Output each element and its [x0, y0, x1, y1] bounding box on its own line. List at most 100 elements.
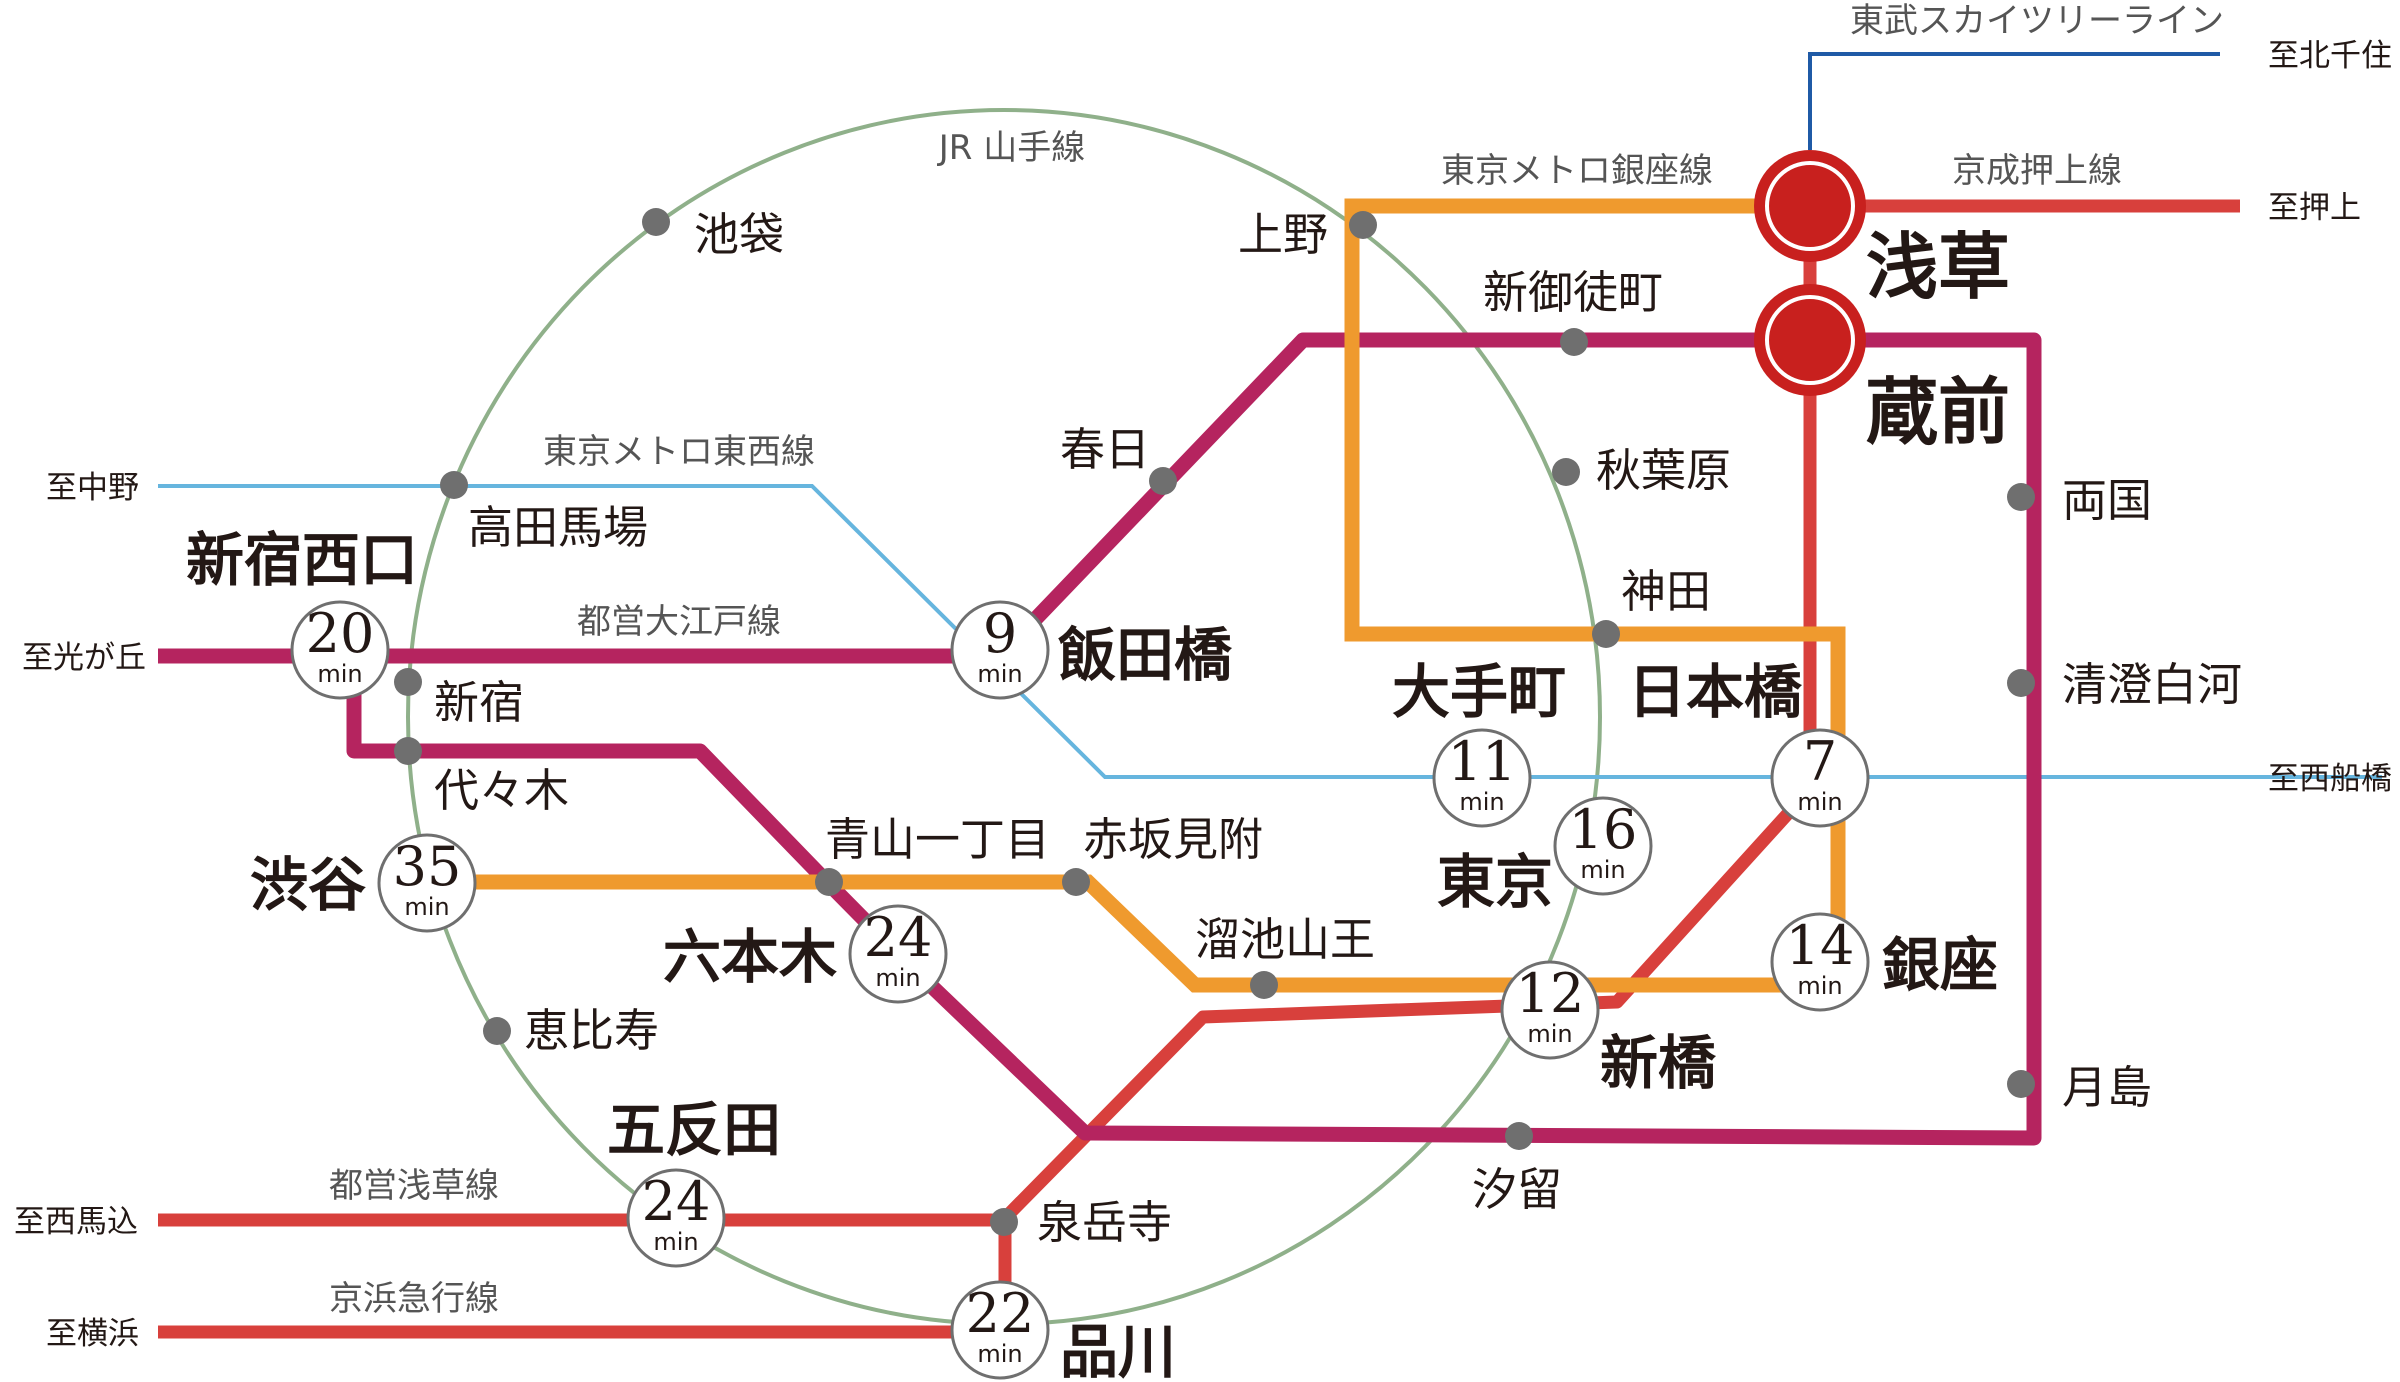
yamanote-line-name: JR 山手線 [937, 128, 1085, 168]
timed-station-gotanda: 24 min [626, 1168, 726, 1268]
station-dot-akihabara [1552, 458, 1580, 486]
unit-roppongi: min [875, 964, 920, 992]
asakusa-line [998, 206, 1817, 1332]
timed-station-shibuya: 35 min [377, 833, 477, 933]
oedo-line-north [346, 332, 2042, 1146]
unit-nihombashi: min [1797, 788, 1842, 816]
station-dot-yoyogi [394, 737, 422, 765]
dest-yokohama: 至横浜 [46, 1316, 139, 1352]
station-dot-ueno [1349, 211, 1377, 239]
skytree-line-name: 東武スカイツリーライン [1850, 1, 2224, 41]
unit-iidabashi: min [977, 660, 1022, 688]
dest-nishimagome: 至西馬込 [14, 1204, 138, 1240]
minutes-shinjukunishiguchi: 20 [306, 602, 375, 665]
timed-station-iidabashi: 9 min [950, 600, 1050, 700]
name-shimbashi: 新橋 [1600, 1029, 1717, 1097]
minutes-shibuya: 35 [393, 835, 462, 898]
unit-gotanda: min [653, 1228, 698, 1256]
name-iidabashi: 飯田橋 [1058, 621, 1233, 689]
label-shinjuku: 新宿 [434, 676, 524, 729]
minutes-ginza: 14 [1786, 914, 1855, 977]
label-takadanobaba: 高田馬場 [468, 501, 648, 554]
name-ginza: 銀座 [1882, 931, 1998, 999]
label-ikebukuro: 池袋 [694, 208, 784, 261]
timed-station-shimbashi: 12 min [1500, 960, 1600, 1060]
asakusa-line-name: 都営浅草線 [329, 1166, 499, 1206]
name-nihombashi: 日本橋 [1628, 658, 1803, 726]
timed-station-roppongi: 24 min [848, 904, 948, 1004]
label-yoyogi: 代々木 [434, 764, 569, 817]
tozai-line-name: 東京メトロ東西線 [543, 432, 815, 472]
timed-station-shinagawa: 22 min [950, 1280, 1050, 1380]
name-shinagawa: 品川 [1060, 1318, 1176, 1382]
timed-station-nihombashi: 7 min [1770, 728, 1870, 828]
name-gotanda: 五反田 [607, 1096, 781, 1164]
hub-asakusa-label: 浅草 [1866, 225, 2010, 309]
station-dot-shinjuku [394, 668, 422, 696]
timed-station-otemachi: 11 min [1432, 728, 1532, 828]
minutes-roppongi: 24 [864, 906, 933, 969]
name-tokyo: 東京 [1437, 848, 1553, 916]
station-dot-ebisu [483, 1017, 511, 1045]
dest-nishifunabashi: 至西船橋 [2268, 761, 2392, 797]
dest-nakano: 至中野 [46, 470, 139, 506]
timed-station-shinjukunishiguchi: 20 min [290, 600, 390, 700]
ginza-line-name: 東京メトロ銀座線 [1441, 151, 1713, 191]
hub-kuramae [1754, 284, 1866, 396]
station-dot-kanda [1592, 620, 1620, 648]
minutes-otemachi: 11 [1448, 730, 1517, 793]
label-shiodome: 汐留 [1472, 1163, 1562, 1216]
station-dot-aoyamaitchome [815, 868, 843, 896]
label-ueno: 上野 [1238, 208, 1328, 261]
station-dot-shiodome [1505, 1122, 1533, 1150]
dest-hikarigaoka: 至光が丘 [22, 640, 146, 676]
station-dot-takadanobaba [440, 471, 468, 499]
label-sengakuji: 泉岳寺 [1037, 1196, 1172, 1249]
label-ryogoku: 両国 [2062, 474, 2152, 527]
label-kasuga: 春日 [1060, 423, 1150, 476]
station-dot-shinokachimachi [1560, 328, 1588, 356]
unit-tokyo: min [1580, 856, 1625, 884]
minutes-shinagawa: 22 [966, 1282, 1035, 1345]
unit-otemachi: min [1459, 788, 1504, 816]
dest-oshiage: 至押上 [2268, 190, 2361, 226]
minutes-nihombashi: 7 [1803, 730, 1837, 793]
minutes-shimbashi: 12 [1516, 962, 1585, 1025]
station-dot-akasakamitsuke [1062, 868, 1090, 896]
skytree-line [1808, 52, 2220, 150]
station-dot-tsukishima [2007, 1070, 2035, 1098]
ginza-line-south [430, 874, 1838, 993]
label-tsukishima: 月島 [2062, 1061, 2152, 1114]
station-dot-ikebukuro [642, 208, 670, 236]
minutes-gotanda: 24 [642, 1170, 711, 1233]
unit-shinagawa: min [977, 1340, 1022, 1368]
station-dot-kiyosumishirakawa [2007, 669, 2035, 697]
keikyu-line-name: 京浜急行線 [329, 1279, 499, 1319]
unit-shinjukunishiguchi: min [317, 660, 362, 688]
keisei-line-name: 京成押上線 [1952, 151, 2122, 191]
name-roppongi: 六本木 [663, 923, 837, 991]
dest-kitasenju: 至北千住 [2268, 38, 2392, 74]
label-aoyamaitchome: 青山一丁目 [825, 813, 1050, 866]
name-otemachi: 大手町 [1392, 658, 1566, 726]
minutes-tokyo: 16 [1569, 798, 1638, 861]
minutes-iidabashi: 9 [983, 602, 1017, 665]
hub-asakusa [1754, 150, 1866, 262]
label-shinokachimachi: 新御徒町 [1483, 266, 1663, 319]
label-ebisu: 恵比寿 [524, 1004, 659, 1057]
unit-shimbashi: min [1527, 1020, 1572, 1048]
timed-station-ginza: 14 min [1770, 912, 1870, 1012]
oedo-line-name: 都営大江戸線 [577, 602, 781, 642]
name-shinjukunishiguchi: 新宿西口 [186, 526, 418, 594]
label-akihabara: 秋葉原 [1596, 444, 1731, 497]
unit-shibuya: min [404, 893, 449, 921]
label-tameikesanno: 溜池山王 [1195, 913, 1375, 966]
label-kiyosumishirakawa: 清澄白河 [2062, 658, 2242, 711]
unit-ginza: min [1797, 972, 1842, 1000]
station-dot-ryogoku [2007, 483, 2035, 511]
label-kanda: 神田 [1621, 565, 1711, 618]
station-dot-sengakuji [990, 1208, 1018, 1236]
station-dot-tameikesanno [1250, 971, 1278, 999]
hub-kuramae-label: 蔵前 [1866, 370, 2010, 454]
